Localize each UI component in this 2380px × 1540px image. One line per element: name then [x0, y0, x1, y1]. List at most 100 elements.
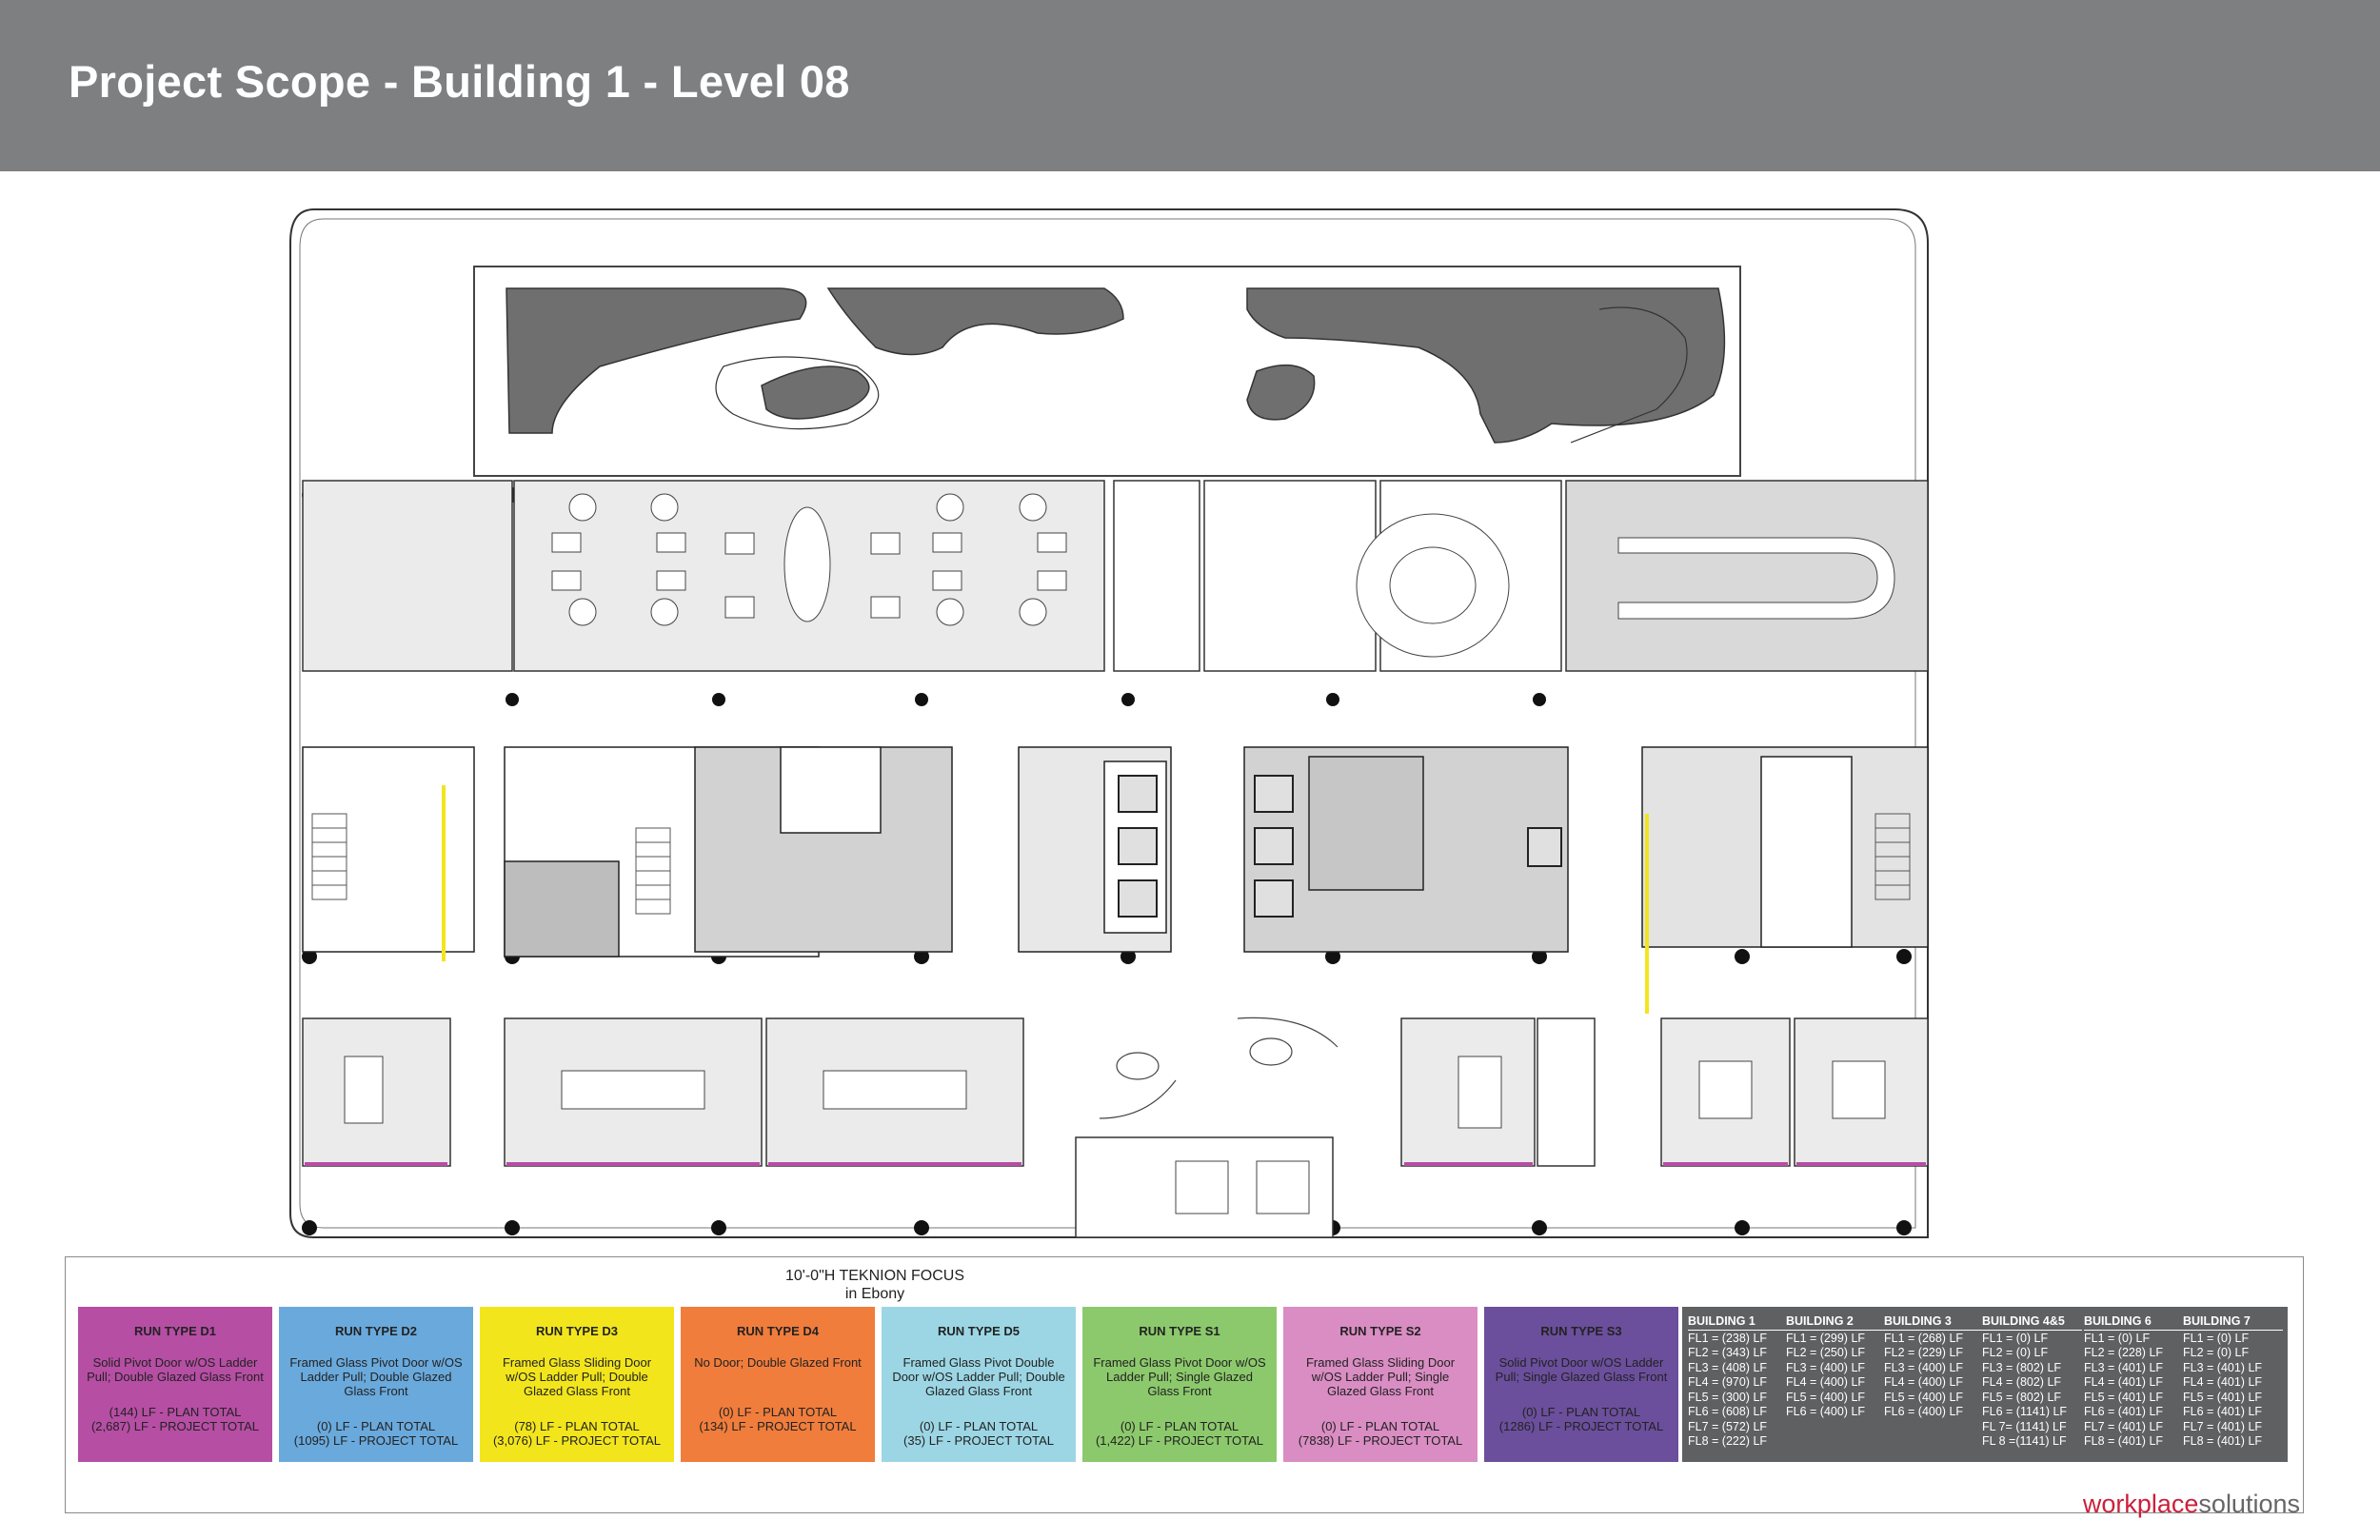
run-type-name: RUN TYPE D5 [938, 1324, 1020, 1338]
floor-total: FL3 = (408) LF [1688, 1360, 1768, 1374]
floor-total: FL4 = (401) LF [2183, 1375, 2263, 1389]
building-column: BUILDING 6 FL1 = (0) LF FL2 = (228) LF F… [2084, 1314, 2184, 1450]
run-type-plan-total: (0) LF - PLAN TOTAL [1521, 1405, 1641, 1419]
building-name: BUILDING 6 [2084, 1314, 2184, 1331]
building-column: BUILDING 4&5 FL1 = (0) LF FL2 = (0) LF F… [1982, 1314, 2082, 1450]
floor-total: FL1 = (238) LF [1688, 1331, 1768, 1345]
run-type-plan-total: (0) LF - PLAN TOTAL [718, 1405, 838, 1419]
floor-total: FL8 = (401) LF [2183, 1434, 2263, 1448]
brand-logo: workplacesolutions [2083, 1490, 2300, 1519]
run-type-project-total: (134) LF - PROJECT TOTAL [699, 1419, 857, 1433]
page-header: Project Scope - Building 1 - Level 08 [0, 0, 2380, 171]
floor-total: FL5 = (400) LF [1786, 1390, 1866, 1404]
run-type-plan-total: (0) LF - PLAN TOTAL [919, 1419, 1039, 1433]
floor-total: FL2 = (343) LF [1688, 1346, 1768, 1359]
run-type-s3: RUN TYPE S3 Solid Pivot Door w/OS Ladder… [1484, 1307, 1678, 1462]
run-type-d3: RUN TYPE D3 Framed Glass Sliding Door w/… [480, 1307, 674, 1462]
legend-panel: 10'-0"H TEKNION FOCUS in Ebony RUN TYPE … [65, 1256, 2304, 1513]
building-name: BUILDING 2 [1786, 1314, 1886, 1331]
run-type-project-total: (2,687) LF - PROJECT TOTAL [90, 1419, 260, 1433]
run-type-name: RUN TYPE S2 [1339, 1324, 1421, 1338]
floor-total: FL2 = (229) LF [1884, 1346, 1964, 1359]
run-type-plan-total: (0) LF - PLAN TOTAL [1320, 1419, 1440, 1433]
run-type-description: Framed Glass Pivot Door w/OS Ladder Pull… [289, 1355, 463, 1398]
building-column: BUILDING 7 FL1 = (0) LF FL2 = (0) LF FL3… [2183, 1314, 2283, 1450]
legend-title: 10'-0"H TEKNION FOCUS in Ebony [66, 1267, 1684, 1303]
run-type-project-total: (35) LF - PROJECT TOTAL [903, 1433, 1054, 1448]
run-type-name: RUN TYPE D3 [536, 1324, 618, 1338]
run-type-name: RUN TYPE S3 [1540, 1324, 1622, 1338]
floor-total: FL2 = (0) LF [2183, 1346, 2250, 1359]
page-title: Project Scope - Building 1 - Level 08 [69, 56, 850, 107]
run-type-description: Solid Pivot Door w/OS Ladder Pull; Doubl… [87, 1355, 264, 1384]
floor-total: FL1 = (0) LF [2183, 1331, 2250, 1345]
floor-total: FL8 = (222) LF [1688, 1434, 1768, 1448]
run-type-plan-total: (144) LF - PLAN TOTAL [109, 1405, 242, 1419]
run-type-description: Framed Glass Sliding Door w/OS Ladder Pu… [1305, 1355, 1456, 1398]
floor-total: FL 7= (1141) LF [1982, 1419, 2067, 1433]
brand-logo-part2: solutions [2198, 1490, 2300, 1518]
floor-plan [289, 208, 1929, 1238]
floor-total: FL5 = (802) LF [1982, 1390, 2062, 1404]
run-type-s2: RUN TYPE S2 Framed Glass Sliding Door w/… [1283, 1307, 1478, 1462]
building-name: BUILDING 4&5 [1982, 1314, 2082, 1331]
building-totals: BUILDING 1 FL1 = (238) LF FL2 = (343) LF… [1682, 1307, 2288, 1462]
building-name: BUILDING 1 [1688, 1314, 1788, 1331]
legend-title-line2: in Ebony [844, 1286, 905, 1302]
run-type-plan-total: (78) LF - PLAN TOTAL [514, 1419, 640, 1433]
run-type-d1: RUN TYPE D1 Solid Pivot Door w/OS Ladder… [78, 1307, 272, 1462]
run-type-plan-total: (0) LF - PLAN TOTAL [1120, 1419, 1240, 1433]
floor-total: FL1 = (0) LF [1982, 1331, 2049, 1345]
floor-total: FL8 = (401) LF [2084, 1434, 2164, 1448]
floor-total: FL6 = (401) LF [2183, 1405, 2263, 1418]
floor-total: FL5 = (401) LF [2084, 1390, 2164, 1404]
floor-total: FL2 = (250) LF [1786, 1346, 1866, 1359]
floor-total: FL4 = (400) LF [1884, 1375, 1964, 1389]
run-type-d4: RUN TYPE D4 No Door; Double Glazed Front… [681, 1307, 875, 1462]
run-type-project-total: (1,422) LF - PROJECT TOTAL [1095, 1433, 1264, 1448]
floor-total: FL1 = (0) LF [2084, 1331, 2151, 1345]
floor-total: FL7 = (572) LF [1688, 1419, 1768, 1433]
run-type-name: RUN TYPE D4 [737, 1324, 819, 1338]
floor-total: FL6 = (401) LF [2084, 1405, 2164, 1418]
floor-total: FL4 = (970) LF [1688, 1375, 1768, 1389]
run-type-s1: RUN TYPE S1 Framed Glass Pivot Door w/OS… [1082, 1307, 1277, 1462]
floor-total: FL2 = (0) LF [1982, 1346, 2049, 1359]
building-column: BUILDING 3 FL1 = (268) LF FL2 = (229) LF… [1884, 1314, 1984, 1420]
floor-total: FL6 = (400) LF [1884, 1405, 1964, 1418]
floor-total: FL3 = (401) LF [2183, 1360, 2263, 1374]
building-name: BUILDING 3 [1884, 1314, 1984, 1331]
floor-total: FL4 = (401) LF [2084, 1375, 2164, 1389]
building-column: BUILDING 2 FL1 = (299) LF FL2 = (250) LF… [1786, 1314, 1886, 1420]
floor-total: FL4 = (400) LF [1786, 1375, 1866, 1389]
run-type-description: Framed Glass Pivot Door w/OS Ladder Pull… [1093, 1355, 1266, 1398]
run-type-d2: RUN TYPE D2 Framed Glass Pivot Door w/OS… [279, 1307, 473, 1462]
floor-total: FL4 = (802) LF [1982, 1375, 2062, 1389]
floor-total: FL1 = (299) LF [1786, 1331, 1866, 1345]
floor-total: FL3 = (401) LF [2084, 1360, 2164, 1374]
floor-total: FL3 = (400) LF [1786, 1360, 1866, 1374]
run-type-project-total: (1095) LF - PROJECT TOTAL [293, 1433, 459, 1448]
run-type-plan-total: (0) LF - PLAN TOTAL [316, 1419, 436, 1433]
run-type-name: RUN TYPE D1 [134, 1324, 216, 1338]
building-column: BUILDING 1 FL1 = (238) LF FL2 = (343) LF… [1688, 1314, 1788, 1450]
floor-total: FL5 = (400) LF [1884, 1390, 1964, 1404]
run-type-description: Framed Glass Pivot Double Door w/OS Ladd… [892, 1355, 1065, 1398]
floor-total: FL7 = (401) LF [2084, 1419, 2164, 1433]
run-type-name: RUN TYPE S1 [1139, 1324, 1220, 1338]
run-type-description: No Door; Double Glazed Front [694, 1355, 862, 1370]
floor-total: FL5 = (300) LF [1688, 1390, 1768, 1404]
run-type-name: RUN TYPE D2 [335, 1324, 417, 1338]
floor-total: FL1 = (268) LF [1884, 1331, 1964, 1345]
floor-total: FL6 = (1141) LF [1982, 1405, 2068, 1418]
floor-total: FL 8 =(1141) LF [1982, 1434, 2067, 1448]
run-type-project-total: (3,076) LF - PROJECT TOTAL [492, 1433, 662, 1448]
run-type-description: Solid Pivot Door w/OS Ladder Pull; Singl… [1495, 1355, 1668, 1384]
floor-total: FL5 = (401) LF [2183, 1390, 2263, 1404]
run-type-d5: RUN TYPE D5 Framed Glass Pivot Double Do… [882, 1307, 1076, 1462]
floor-total: FL3 = (400) LF [1884, 1360, 1964, 1374]
run-type-description: Framed Glass Sliding Door w/OS Ladder Pu… [502, 1355, 652, 1398]
building-name: BUILDING 7 [2183, 1314, 2283, 1331]
floor-total: FL6 = (400) LF [1786, 1405, 1866, 1418]
run-type-project-total: (7838) LF - PROJECT TOTAL [1298, 1433, 1463, 1448]
